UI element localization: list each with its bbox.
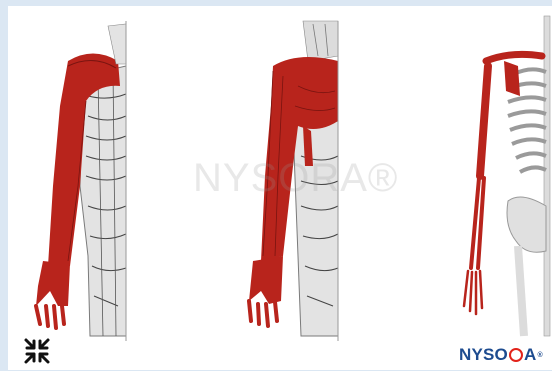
logo-registered: ®	[537, 352, 542, 359]
logo-ring-icon	[509, 348, 523, 362]
logo-prefix: NYSO	[459, 345, 508, 365]
osteotome-panel	[446, 6, 552, 346]
collapse-arrows-icon[interactable]	[22, 336, 52, 366]
nysora-logo: NYSO A ®	[459, 345, 543, 365]
figure-frame: NYSORA® NYSO A ®	[8, 6, 552, 370]
watermark: NYSORA®	[193, 156, 398, 201]
logo-suffix: A	[524, 345, 536, 365]
dermatome-panel	[8, 6, 138, 346]
